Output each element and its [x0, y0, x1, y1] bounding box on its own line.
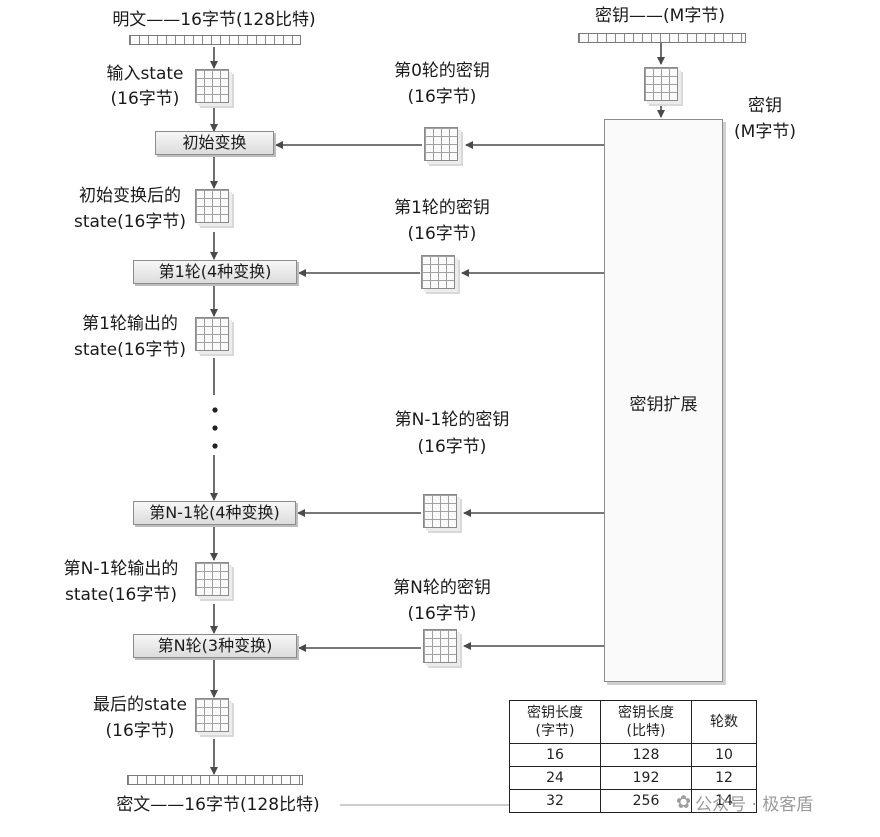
roundN-key-label-1: 第N轮的密钥 — [393, 578, 491, 598]
roundN-box: 第N轮(3种变换) — [133, 634, 297, 658]
round0-key-label-1: 第0轮的密钥 — [394, 61, 490, 81]
table-cell: 12 — [691, 766, 757, 790]
round1-state-grid — [195, 317, 229, 351]
roundN1-key-label-1: 第N-1轮的密钥 — [394, 410, 510, 430]
roundN1-out-label-1: 第N-1轮输出的 — [63, 559, 179, 579]
after-init-state-grid — [195, 189, 229, 223]
plaintext-byte-strip — [129, 35, 301, 45]
table-row: 32 256 14 — [509, 789, 757, 813]
table-header-text: 密钥长度 — [618, 705, 674, 721]
key-byte-strip — [578, 33, 746, 43]
roundN1-key-grid — [423, 494, 457, 528]
table-cell: 192 — [600, 766, 692, 790]
ellipsis-dots — [212, 407, 218, 449]
final-state-label-2: (16字节) — [105, 721, 175, 741]
initial-transform-box: 初始变换 — [155, 131, 274, 155]
after-init-label-2: state(16字节) — [74, 212, 186, 232]
plaintext-label: 明文——16字节(128比特) — [112, 10, 316, 30]
table-header-unit: (字节) — [535, 723, 575, 739]
table-row: 24 192 12 — [509, 766, 757, 790]
roundN1-key-label-2: (16字节) — [417, 437, 487, 457]
table-cell: 14 — [691, 789, 757, 813]
round0-key-grid — [424, 127, 458, 161]
key-grid — [644, 67, 678, 101]
table-cell: 32 — [509, 789, 601, 813]
table-header-unit: (比特) — [626, 723, 666, 739]
key-expansion-label: 密钥扩展 — [629, 395, 698, 415]
round1-box: 第1轮(4种变换) — [133, 260, 297, 284]
table-header-key-bytes: 密钥长度 (字节) — [509, 700, 601, 744]
table-header-rounds: 轮数 — [691, 700, 757, 744]
table-header-text: 密钥长度 — [527, 705, 583, 721]
table-header-row: 密钥长度 (字节) 密钥长度 (比特) 轮数 — [509, 700, 757, 744]
final-state-label-1: 最后的state — [92, 695, 188, 715]
table-cell: 16 — [509, 743, 601, 767]
after-init-label-1: 初始变换后的 — [79, 186, 181, 206]
roundN-key-grid — [423, 629, 457, 663]
key-side-label-1: 密钥 — [748, 96, 782, 116]
round1-key-grid — [421, 255, 455, 289]
table-cell: 24 — [509, 766, 601, 790]
input-state-label-1: 输入state — [106, 64, 184, 84]
ciphertext-label: 密文——16字节(128比特) — [116, 795, 320, 815]
table-cell: 128 — [600, 743, 692, 767]
table-header-key-bits: 密钥长度 (比特) — [600, 700, 692, 744]
watermark: ✿ 公众号 · 极客盾 — [676, 790, 813, 815]
key-expansion-box: 密钥扩展 — [604, 119, 723, 682]
input-state-label-2: (16字节) — [110, 89, 180, 109]
roundN1-out-label-2: state(16字节) — [65, 585, 177, 605]
input-state-grid — [195, 69, 229, 103]
round0-key-label-2: (16字节) — [407, 87, 477, 107]
table-row: 16 128 10 — [509, 743, 757, 767]
table-cell: 256 — [600, 789, 692, 813]
ciphertext-byte-strip — [127, 775, 303, 785]
roundN1-box: 第N-1轮(4种变换) — [133, 501, 296, 525]
table-cell: 10 — [691, 743, 757, 767]
watermark-text: 公众号 · 极客盾 — [695, 795, 814, 815]
key-side-label-2: (M字节) — [734, 122, 796, 142]
wechat-icon: ✿ — [676, 792, 692, 813]
round1-key-label-2: (16字节) — [407, 224, 477, 244]
final-state-grid — [195, 698, 229, 732]
key-top-label: 密钥——(M字节) — [595, 6, 725, 26]
roundN1-state-grid — [195, 562, 229, 596]
roundN-key-label-2: (16字节) — [407, 604, 477, 624]
round1-out-label-1: 第1轮输出的 — [82, 314, 178, 334]
key-length-rounds-table: 密钥长度 (字节) 密钥长度 (比特) 轮数 16 128 10 24 192 … — [509, 700, 757, 813]
round1-out-label-2: state(16字节) — [74, 340, 186, 360]
round1-key-label-1: 第1轮的密钥 — [394, 198, 490, 218]
